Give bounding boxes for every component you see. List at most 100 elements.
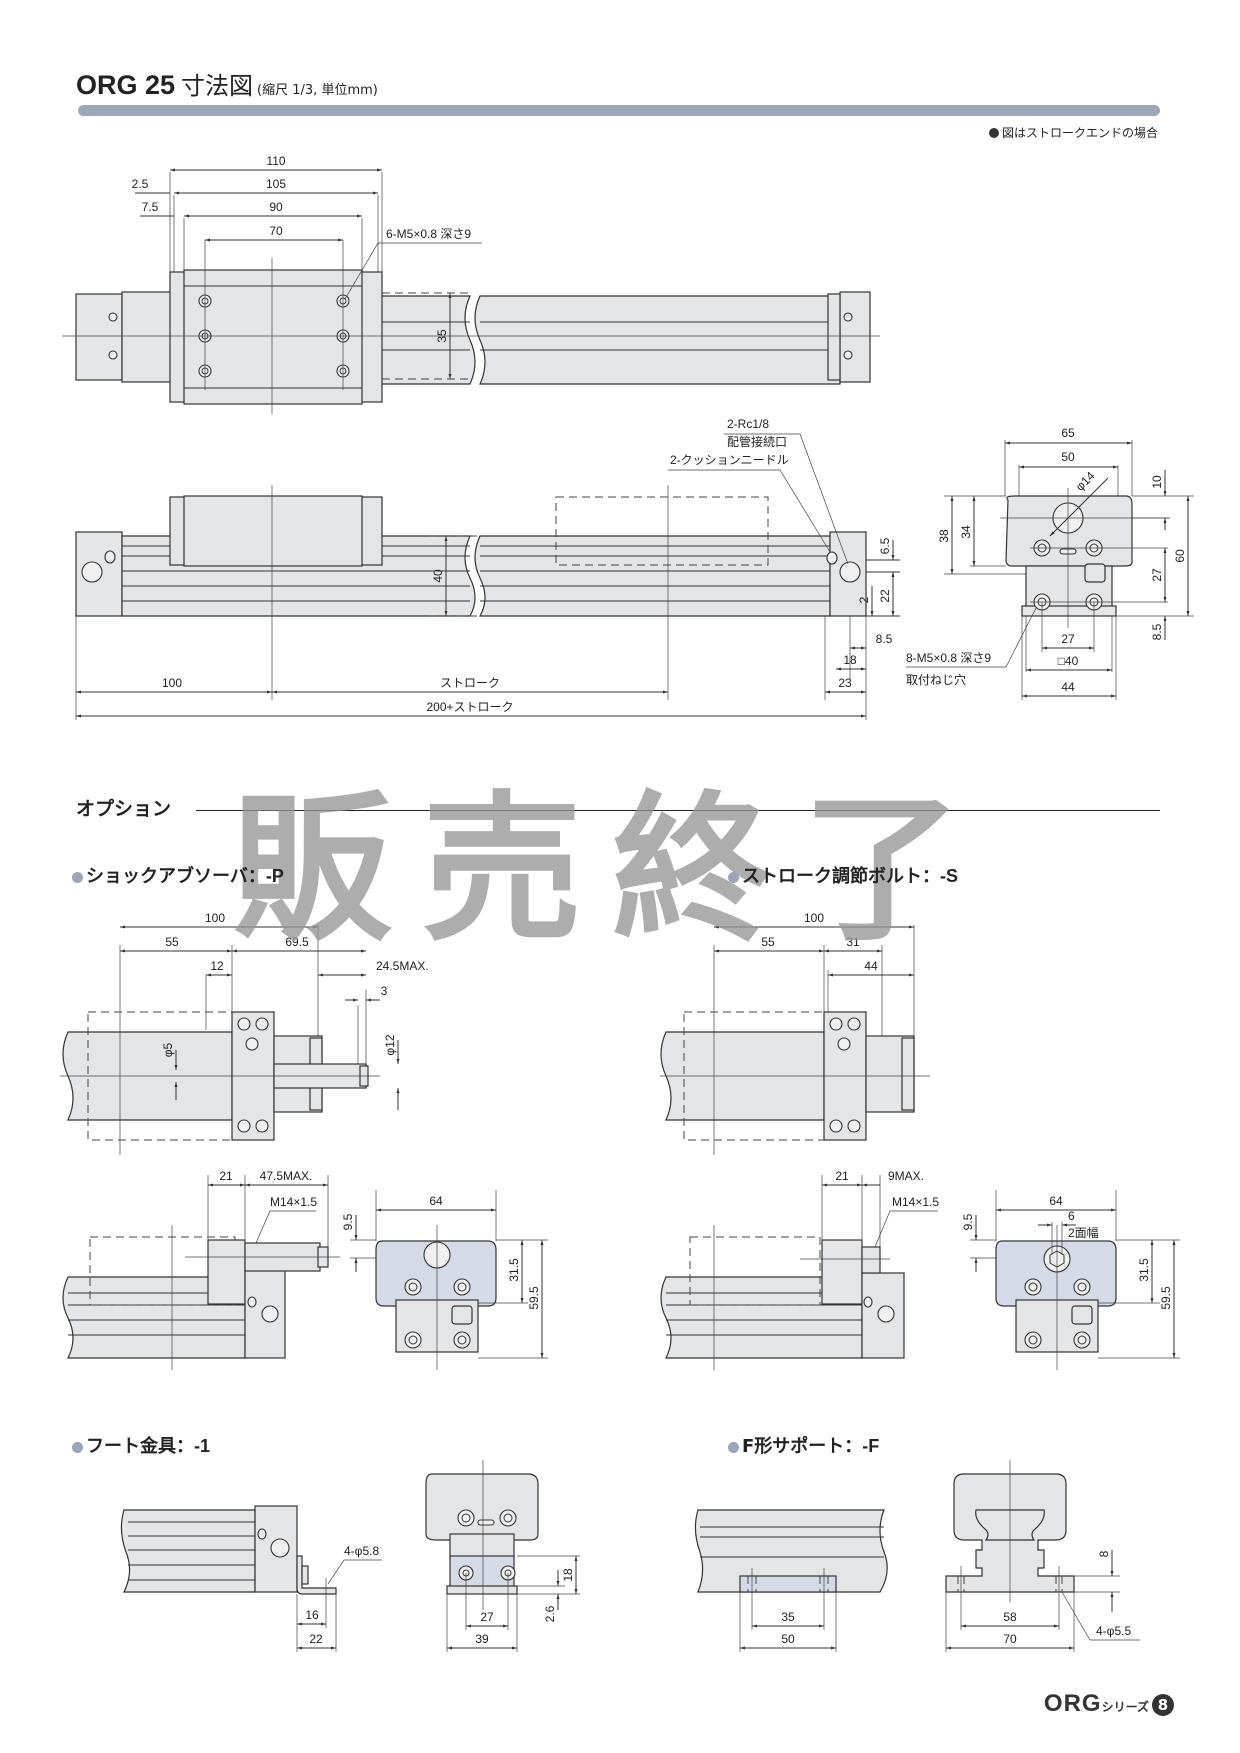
dim-2: 2 (857, 596, 871, 603)
fb-end-18: 18 (561, 1568, 575, 1582)
sa-side-m14: M14×1.5 (270, 1195, 317, 1209)
dim-8-5: 8.5 (876, 632, 893, 646)
sb-end-31-5: 31.5 (1137, 1258, 1151, 1282)
sb-end-59-5: 59.5 (1159, 1286, 1173, 1310)
dim-40: 40 (431, 569, 445, 583)
sa-dim-phi5: φ5 (161, 1042, 175, 1057)
dim-90: 90 (269, 200, 283, 214)
options-rule (196, 810, 1160, 811)
sa-side-47-5max: 47.5MAX. (260, 1169, 313, 1183)
stroke-bolt-side-view: 21 9MAX. M14×1.5 (660, 1169, 939, 1370)
fb-side-4-phi5-8: 4-φ5.8 (344, 1544, 379, 1558)
dim-65: 65 (1061, 426, 1075, 440)
top-view: 110 105 90 70 2.5 7.5 35 6-M5×0.8 深さ9 (62, 154, 880, 414)
note-text: 図はストロークエンドの場合 (1001, 126, 1158, 140)
option-code: -F (862, 1436, 880, 1456)
heading-label: ストローク調節ボルト： (742, 866, 940, 887)
fs-end-70: 70 (1003, 1632, 1017, 1646)
sb-dim-31: 31 (846, 935, 860, 949)
option-code: -S (940, 866, 958, 886)
dim-100: 100 (162, 676, 182, 690)
dim-27-v: 27 (1150, 568, 1164, 582)
bullet-icon (72, 872, 83, 883)
page-number: 8 (1152, 1694, 1174, 1716)
fb-end-2-6: 2.6 (543, 1605, 557, 1622)
dim-38: 38 (937, 529, 951, 543)
sa-dim-55: 55 (165, 935, 179, 949)
fs-side-35: 35 (781, 1610, 795, 1624)
heading-label: フート金具： (86, 1436, 194, 1457)
sa-end-64: 64 (429, 1194, 443, 1208)
sb-end-9-5: 9.5 (961, 1213, 975, 1230)
sb-dim-44: 44 (864, 959, 878, 973)
callout-mount-screws: 8-M5×0.8 深さ9 (906, 651, 991, 665)
dim-34: 34 (959, 525, 973, 539)
sa-end-9-5: 9.5 (341, 1213, 355, 1230)
heading-label: F形サポート： (742, 1436, 863, 1457)
end-view: 65 50 φ14 38 34 10 60 27 8.5 27 (906, 426, 1194, 700)
dim-35: 35 (435, 329, 449, 343)
stroke-bolt-top-view: 100 55 31 44 (660, 911, 930, 1155)
sb-end-2-flats: 2面幅 (1068, 1225, 1099, 1240)
dim-105: 105 (266, 177, 286, 191)
fb-end-39: 39 (475, 1632, 489, 1646)
dim-44: 44 (1061, 680, 1075, 694)
sb-side-9max: 9MAX. (888, 1169, 924, 1183)
callout-mounting-holes: 6-M5×0.8 深さ9 (386, 227, 471, 241)
shock-absorber-top-view: 100 55 69.5 12 24.5MAX. 3 φ5 φ12 (60, 911, 429, 1155)
dim-110: 110 (266, 154, 285, 168)
dim-7-5: 7.5 (142, 200, 159, 214)
callout-cushion-needle: 2-クッションニードル (670, 453, 789, 467)
heading-stroke-bolt: ストローク調節ボルト：-S (728, 862, 958, 888)
shock-absorber-end-view: 64 9.5 31.5 59.5 (341, 1190, 548, 1370)
sa-dim-100: 100 (205, 911, 225, 925)
shock-absorber-side-view: 21 47.5MAX. M14×1.5 (62, 1169, 340, 1370)
f-support-side-view: 35 50 (694, 1509, 888, 1652)
fs-side-50: 50 (781, 1632, 795, 1646)
footer-brand: ORG (1043, 1690, 1102, 1717)
option-code: -P (265, 866, 284, 886)
dim-60: 60 (1173, 549, 1187, 563)
sa-dim-phi12: φ12 (383, 1034, 397, 1055)
f-support-end-view: 58 70 8 4-φ5.5 (945, 1460, 1140, 1652)
stroke-bolt-end-view: 64 6 2面幅 9.5 31.5 59.5 (961, 1190, 1180, 1370)
fs-end-4-phi5-5: 4-φ5.5 (1096, 1624, 1131, 1638)
sb-side-21: 21 (835, 1169, 849, 1183)
fb-end-27: 27 (480, 1610, 494, 1624)
dim-sq40: □40 (1058, 654, 1079, 668)
dim-stroke: ストローク (440, 676, 500, 690)
dim-phi14: φ14 (1073, 469, 1098, 494)
fs-end-8: 8 (1097, 1550, 1111, 1557)
foot-bracket-side-view: 16 22 4-φ5.8 (120, 1505, 382, 1652)
title-subtitle: (縮尺 1/3, 単位mm) (257, 83, 378, 98)
sa-dim-24-5max: 24.5MAX. (376, 959, 429, 973)
heading-label: ショックアブソーバ： (86, 866, 266, 887)
bullet-icon (728, 872, 739, 883)
dim-8-5-v: 8.5 (1150, 623, 1164, 640)
title-bar (78, 105, 1160, 116)
sb-dim-55: 55 (761, 935, 775, 949)
sa-dim-3: 3 (381, 984, 388, 998)
heading-shock-absorber: ショックアブソーバ：-P (72, 862, 284, 888)
heading-foot-bracket: フート金具：-1 (72, 1432, 210, 1458)
heading-f-support: F形サポート：-F (728, 1432, 879, 1458)
dim-50: 50 (1061, 450, 1075, 464)
fb-side-22: 22 (309, 1632, 323, 1646)
fs-end-58: 58 (1003, 1610, 1017, 1624)
dim-18: 18 (843, 653, 857, 667)
footer-series: シリーズ (1101, 1700, 1149, 1714)
options-section-title: オプション (76, 798, 172, 820)
dim-23: 23 (838, 676, 852, 690)
option-code: -1 (194, 1436, 211, 1456)
stroke-end-note: 図はストロークエンドの場合 (988, 124, 1158, 141)
sb-end-6: 6 (1068, 1209, 1075, 1223)
dim-6-5: 6.5 (878, 537, 892, 554)
sa-dim-12: 12 (210, 959, 224, 973)
dim-22: 22 (878, 589, 892, 603)
bullet-icon (72, 1442, 83, 1453)
sb-side-m14: M14×1.5 (892, 1195, 939, 1209)
sa-dim-69-5: 69.5 (285, 935, 309, 949)
title-jp: 寸法図 (181, 72, 254, 100)
